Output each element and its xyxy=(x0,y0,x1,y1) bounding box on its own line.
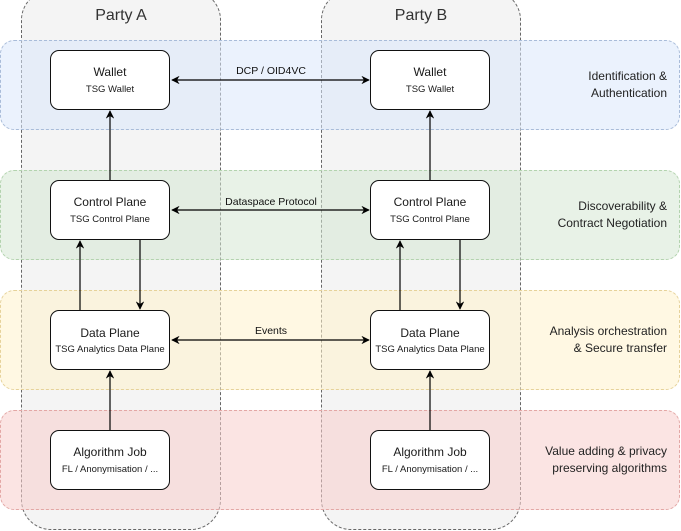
party-b-wallet-node[interactable]: Wallet TSG Wallet xyxy=(370,50,490,110)
party-a-data-plane-node[interactable]: Data Plane TSG Analytics Data Plane xyxy=(50,310,170,370)
node-subtitle: TSG Wallet xyxy=(405,84,455,95)
node-title: Data Plane xyxy=(400,326,460,340)
band-analysis-label: Analysis orchestration & Secure transfer xyxy=(549,324,667,355)
party-a-algorithm-job-node[interactable]: Algorithm Job FL / Anonymisation / ... xyxy=(50,430,170,490)
node-title: Wallet xyxy=(93,65,127,79)
node-subtitle: FL / Anonymisation / ... xyxy=(61,464,159,475)
node-title: Data Plane xyxy=(80,326,140,340)
node-subtitle: TSG Control Plane xyxy=(70,214,150,225)
party-b-algorithm-job-node[interactable]: Algorithm Job FL / Anonymisation / ... xyxy=(370,430,490,490)
party-b-control-plane-node[interactable]: Control Plane TSG Control Plane xyxy=(370,180,490,240)
node-subtitle: TSG Analytics Data Plane xyxy=(375,344,485,355)
band-algorithms-label: Value adding & privacy preserving algori… xyxy=(545,444,667,475)
node-subtitle: TSG Wallet xyxy=(85,84,135,95)
edge-label-data: Events xyxy=(254,325,288,337)
band-discoverability-label: Discoverability & Contract Negotiation xyxy=(557,199,667,230)
party-a-wallet-node[interactable]: Wallet TSG Wallet xyxy=(50,50,170,110)
party-b-data-plane-node[interactable]: Data Plane TSG Analytics Data Plane xyxy=(370,310,490,370)
node-title: Algorithm Job xyxy=(393,445,467,459)
node-title: Algorithm Job xyxy=(73,445,147,459)
node-subtitle: TSG Control Plane xyxy=(390,214,470,225)
edge-label-control: Dataspace Protocol xyxy=(225,196,317,208)
node-subtitle: FL / Anonymisation / ... xyxy=(381,464,479,475)
edge-label-wallet: DCP / OID4VC xyxy=(236,65,306,77)
node-subtitle: TSG Analytics Data Plane xyxy=(55,344,165,355)
party-a-title: Party A xyxy=(95,7,147,24)
node-title: Wallet xyxy=(413,65,447,79)
band-identification-label: Identification & Authentication xyxy=(588,69,667,100)
party-b-title: Party B xyxy=(394,7,448,24)
node-title: Control Plane xyxy=(393,195,467,209)
party-a-control-plane-node[interactable]: Control Plane TSG Control Plane xyxy=(50,180,170,240)
node-title: Control Plane xyxy=(73,195,147,209)
